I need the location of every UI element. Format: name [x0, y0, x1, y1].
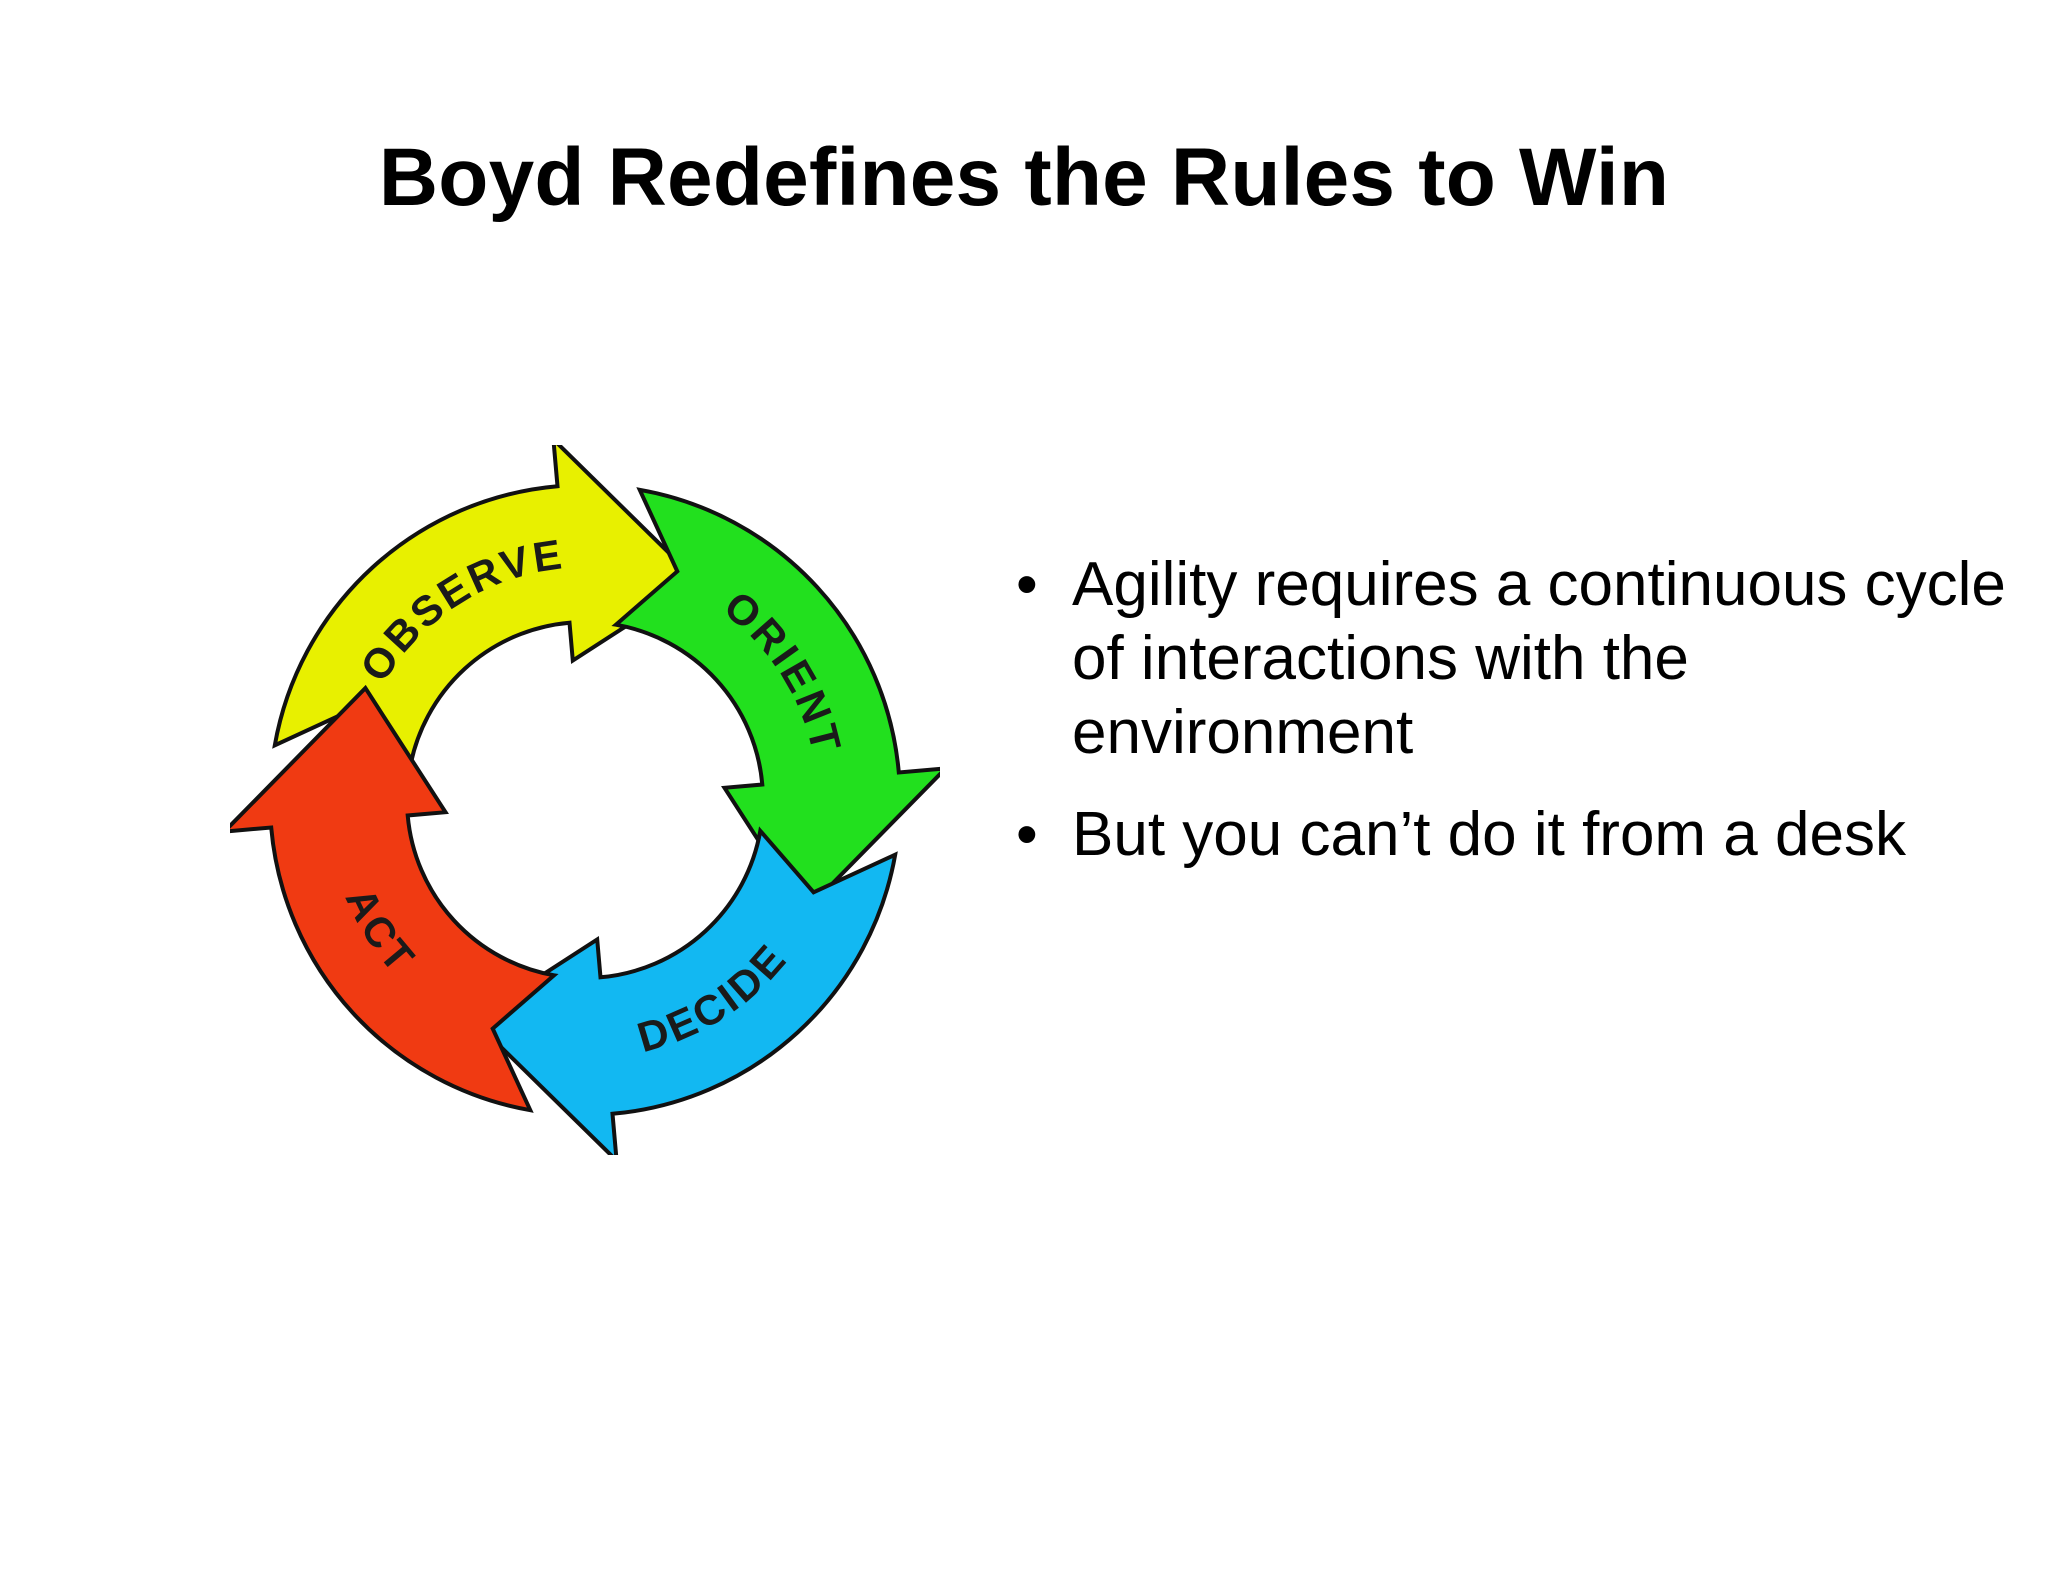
- bullet-item: • But you can’t do it from a desk: [1016, 798, 2016, 872]
- slide-title: Boyd Redefines the Rules to Win: [378, 132, 1670, 223]
- bullet-marker: •: [1016, 550, 1038, 619]
- bullet-list: • Agility requires a continuous cycle of…: [1016, 548, 2016, 900]
- arrow-observe: [272, 445, 701, 774]
- arrow-decide: [469, 826, 898, 1155]
- ooda-arrows: [230, 445, 940, 1155]
- bullet-item: • Agility requires a continuous cycle of…: [1016, 548, 2016, 770]
- bullet-text: But you can’t do it from a desk: [1072, 800, 1906, 869]
- arrow-orient: [611, 487, 940, 916]
- arrow-act: [230, 684, 559, 1113]
- bullet-text: Agility requires a continuous cycle of i…: [1072, 550, 2006, 767]
- bullet-marker: •: [1016, 800, 1038, 869]
